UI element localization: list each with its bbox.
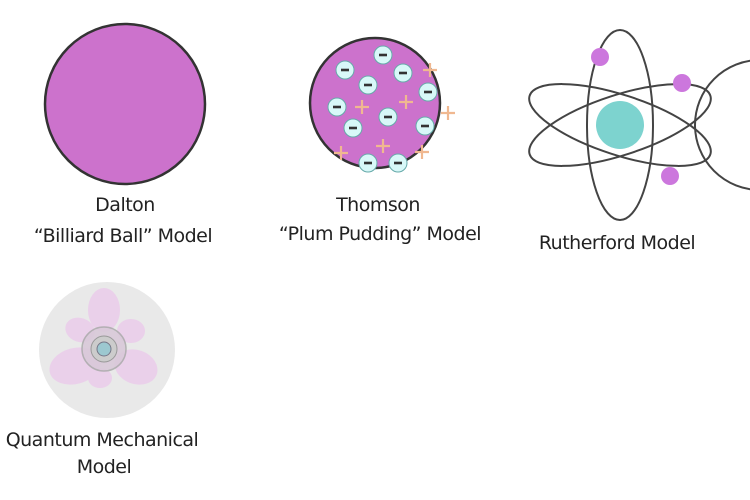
quantum-label-line1: Quantum Mechanical	[5, 429, 199, 451]
thomson-model	[308, 36, 455, 173]
minus-sign	[364, 161, 372, 165]
minus-sign	[421, 124, 429, 128]
minus-sign	[424, 90, 432, 94]
dalton-label-line2: “Billiard Ball” Model	[33, 225, 213, 247]
electron	[661, 167, 679, 185]
minus-sign	[349, 126, 357, 130]
positive-charge	[415, 145, 429, 159]
electron	[673, 74, 691, 92]
minus-sign	[341, 68, 349, 72]
dalton-model	[43, 22, 207, 186]
electron	[591, 48, 609, 66]
positive-charge	[355, 100, 369, 114]
nucleus	[596, 101, 644, 149]
minus-sign	[333, 105, 341, 109]
orbital-lobes	[49, 288, 158, 388]
minus-sign	[364, 83, 372, 87]
quantum-label-line2: Model	[76, 456, 132, 478]
minus-sign	[399, 71, 407, 75]
positive-charge	[423, 63, 437, 77]
rutherford-label: Rutherford Model	[538, 232, 696, 254]
orbit	[528, 83, 712, 167]
quantum-model	[39, 282, 175, 418]
thomson-label-line2: “Plum Pudding” Model	[278, 223, 482, 245]
positive-charge	[334, 146, 348, 160]
bohr-model-partial	[694, 59, 750, 191]
positive-charge	[399, 95, 413, 109]
rutherford-model	[528, 29, 712, 221]
positive-charge	[441, 106, 455, 120]
thomson-label-line1: Thomson	[336, 194, 420, 216]
orbit	[528, 83, 712, 167]
positive-charge	[376, 139, 390, 153]
minus-sign	[394, 161, 402, 165]
dalton-label-line1: Dalton	[95, 194, 155, 216]
minus-sign	[379, 53, 387, 57]
orbit	[586, 29, 654, 221]
minus-sign	[384, 115, 392, 119]
